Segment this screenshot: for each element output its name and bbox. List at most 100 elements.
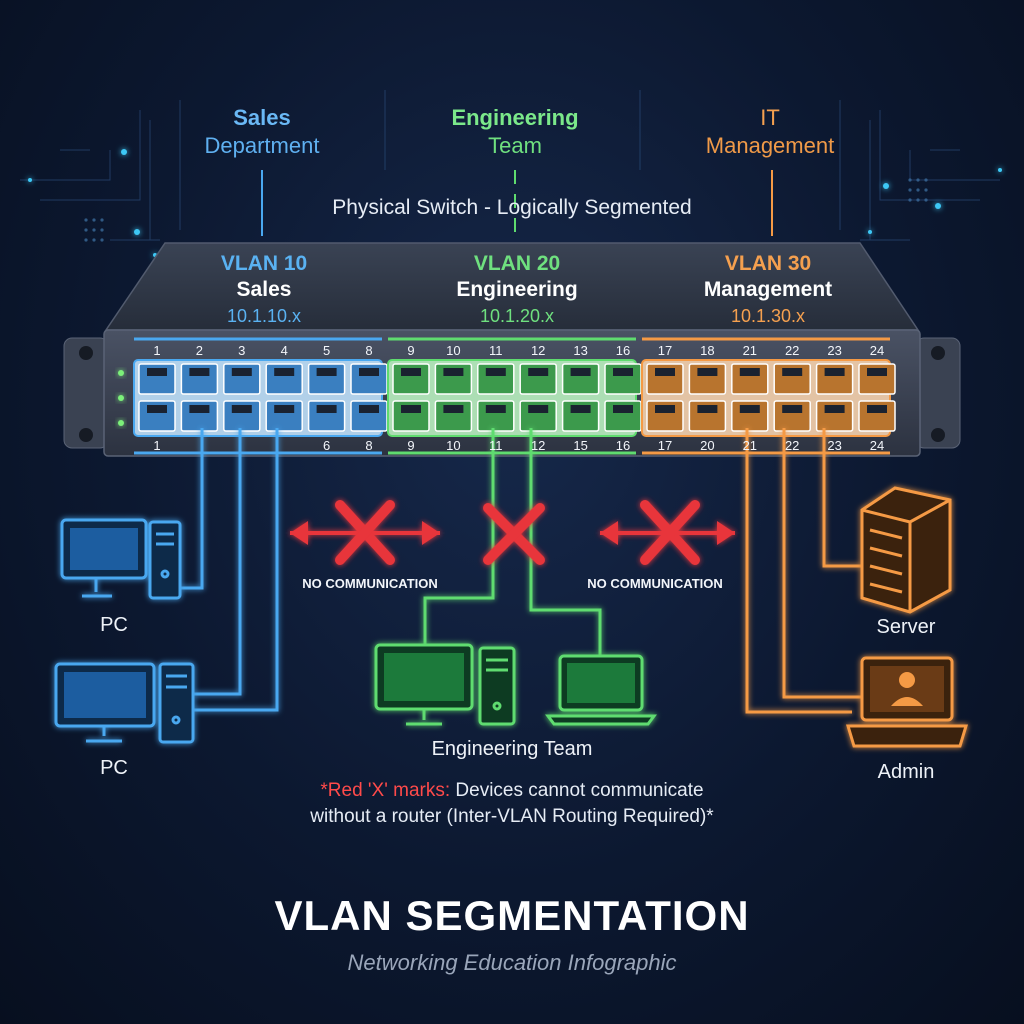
no-communication-marks [290,500,735,565]
port-notch [655,368,675,376]
department-label-it: IT Management [670,104,870,160]
port-notch [528,405,549,413]
port-number: 24 [869,343,885,358]
port-notch [147,368,167,376]
port-notch [316,368,337,376]
port-number: 16 [615,343,631,358]
port-number: 16 [615,438,631,453]
port-number: 15 [573,438,588,453]
main-subtitle: Networking Education Infographic [347,950,677,975]
port-notch [782,405,803,413]
port-notch [274,368,295,376]
port-number: 10 [446,438,461,453]
vlan-subnet: 10.1.10.x [226,306,302,326]
footnote-text-line2: without a router (Inter-VLAN Routing Req… [310,806,714,827]
port-notch [401,405,421,413]
port-number: 1 [153,438,161,453]
department-name: Engineering [451,105,579,130]
port-notch [443,405,464,413]
port-notch [231,405,252,413]
footnote-highlight: *Red 'X' marks: [320,780,451,801]
department-subname: Department [204,133,320,158]
device-label-pc: PC [100,614,128,636]
port-number: 5 [322,343,331,358]
port-number: 10 [446,343,461,358]
port-notch [443,368,464,376]
port-number: 13 [573,343,588,358]
port-notch [316,405,337,413]
vlan-id: VLAN 20 [473,252,561,275]
no-communication-label: NO COMMUNICATION [302,576,438,591]
pc-icon [60,518,182,600]
department-label-sales: Sales Department [162,104,362,160]
department-name: Sales [233,105,291,130]
port-notch [697,368,718,376]
pc-icon [54,662,195,744]
department-name: IT [760,105,780,130]
admin-laptop-icon [845,656,969,748]
vlan-subnet: 10.1.20.x [479,306,555,326]
port-number: 6 [322,438,331,453]
port-notch [782,368,803,376]
port-notch [824,405,845,413]
port-notch [274,405,295,413]
port-number: 17 [657,343,673,358]
port-notch [231,368,252,376]
main-title: VLAN SEGMENTATION [274,892,750,939]
device-label-engineering-team: Engineering Team [431,738,593,760]
department-connectors [261,170,773,236]
port-notch [867,368,887,376]
port-number: 9 [407,438,415,453]
circuit-decoration [20,90,1000,241]
circuit-dots [28,149,1002,257]
vlan-subnet: 10.1.30.x [730,306,806,326]
vlan-name: Engineering [456,278,578,301]
port-notch [739,405,760,413]
port-number: 17 [657,438,673,453]
vlan-name: Sales [236,278,292,301]
port-notch [401,368,421,376]
port-number: 12 [530,343,546,358]
port-number: 1 [153,343,161,358]
port-number: 20 [700,438,715,453]
cables [180,428,862,714]
switch-caption: Physical Switch - Logically Segmented [332,196,692,219]
port-notch [570,368,591,376]
port-notch [485,368,506,376]
port-notch [824,368,845,376]
device-label-admin: Admin [877,761,935,783]
port-notch [189,405,210,413]
port-number: 8 [365,343,373,358]
vlan-label-20: VLAN 20 Engineering 10.1.20.x [417,252,617,327]
device-label-server: Server [876,616,936,638]
port-groups [133,337,896,455]
port-notch [485,405,506,413]
port-number: 21 [742,343,758,358]
port-notch [359,368,379,376]
port-notch [147,405,167,413]
port-notch [613,405,633,413]
block-x-icon [483,503,545,565]
vlan-id: VLAN 10 [220,252,308,275]
no-communication-label: NO COMMUNICATION [587,576,723,591]
footnote: *Red 'X' marks: Devices cannot communica… [212,778,812,830]
port-notch [359,405,379,413]
port-number: 12 [530,438,546,453]
footnote-text: Devices cannot communicate [450,780,704,801]
block-x-icon [600,500,735,565]
port-number: 2 [195,343,203,358]
port-number: 4 [280,343,288,358]
port-number: 23 [827,343,842,358]
port-number: 18 [700,343,715,358]
port-number: 9 [407,343,415,358]
server-icon [860,486,952,614]
port-notch [739,368,760,376]
department-subname: Team [488,133,542,158]
port-number: 22 [784,438,800,453]
port-notch [613,368,633,376]
port-number: 21 [742,438,758,453]
vlan-label-10: VLAN 10 Sales 10.1.10.x [164,252,364,327]
department-label-engineering: Engineering Team [415,104,615,160]
device-label-pc: PC [100,757,128,779]
